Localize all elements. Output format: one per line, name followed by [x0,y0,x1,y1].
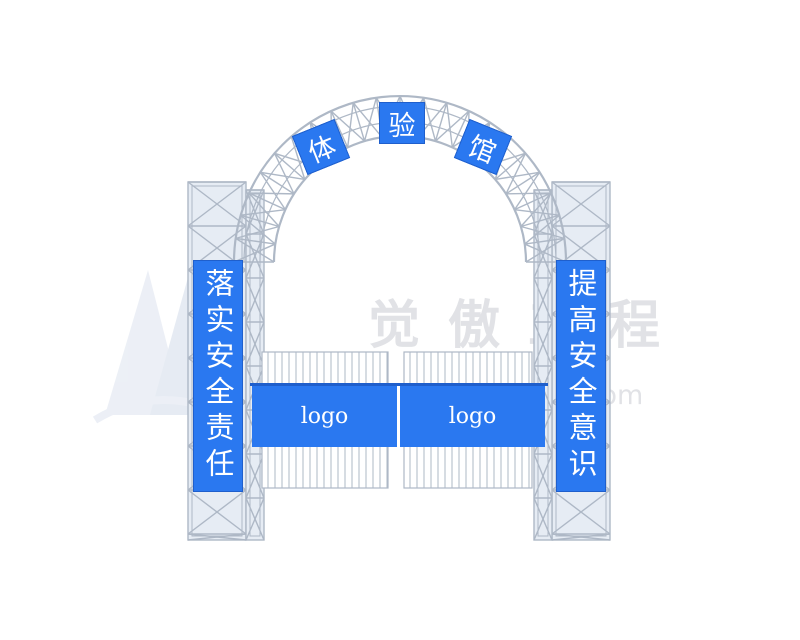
arch-rung [259,171,295,195]
arch-rung [235,237,276,245]
arch-brace [352,102,383,138]
left-pillar-front-brace [187,181,247,227]
right-banner: 提高安全意识 [556,260,606,492]
left-pillar-side-brace [245,189,265,235]
arch-brace [346,102,354,148]
arch-brace [248,192,295,195]
arch-brace [505,192,552,195]
arch-rung [514,192,552,211]
right-pillar-side-brace [533,321,553,367]
left-pillar-front-brace [187,489,247,535]
right-banner-text: 提高安全意识 [564,268,598,484]
arch-brace [330,110,365,142]
right-pillar-side-brace [533,453,553,499]
arch-brace [520,192,552,227]
arch-brace [260,171,305,181]
arch-rung [451,110,470,148]
left-gate-logo: logo [300,403,349,429]
arch-brace [240,208,286,216]
arch-rung [330,110,349,148]
arch-brace [505,152,527,195]
right-gate-logo: logo [448,403,497,429]
arch-brace [495,171,540,181]
arch-sign-2: 验 [379,102,425,144]
arch-brace [240,214,276,245]
right-pillar-front-brace [551,181,611,227]
right-pillar-side-inner [537,193,549,537]
left-pillar-side-inner [249,193,261,537]
arch-rung [274,152,306,181]
left-pillar-side-brace [245,453,265,499]
arch-rung [524,237,565,245]
arch-rung [434,102,448,142]
arch-rung [352,102,366,142]
right-gate-panel [400,385,545,447]
right-pillar-side-brace [533,497,553,541]
arch-brace [446,102,454,148]
arch-brace [422,97,437,142]
right-pillar-side-brace [533,277,553,323]
left-gate-panel [252,385,397,447]
arch-brace [273,152,295,195]
arch-brace [524,243,567,263]
left-pillar-side-brace [245,277,265,323]
arch-brace [235,237,275,263]
arch-brace [525,237,565,263]
arch-rung [248,192,286,211]
arch-brace [520,225,565,240]
left-pillar-side-brace [245,321,265,367]
right-pillar-side-brace [533,233,553,279]
left-banner: 落实安全责任 [193,260,243,492]
arch-brace [363,97,378,142]
arch-brace [259,171,286,211]
arch-brace [235,225,280,240]
arch-rung [520,214,560,228]
arch-brace [290,136,306,180]
gate-top-rail [250,383,548,386]
left-pillar-side-brace [245,497,265,541]
left-banner-text: 落实安全责任 [201,268,235,484]
arch-brace [514,208,560,216]
arch-brace [514,171,541,211]
watermark-text: 觉傲工程 [368,295,689,356]
arch-rung [505,171,541,195]
left-pillar-front-brace [187,533,247,541]
right-pillar-front-brace [551,489,611,535]
arch-rung [240,214,280,228]
right-pillar-side-brace [533,189,553,235]
arch-brace [435,110,470,142]
arch-rung [494,152,526,181]
arch-brace [248,192,280,227]
right-pillar-front-brace [551,533,611,541]
arch-brace [524,214,560,245]
arch-brace [233,243,276,263]
